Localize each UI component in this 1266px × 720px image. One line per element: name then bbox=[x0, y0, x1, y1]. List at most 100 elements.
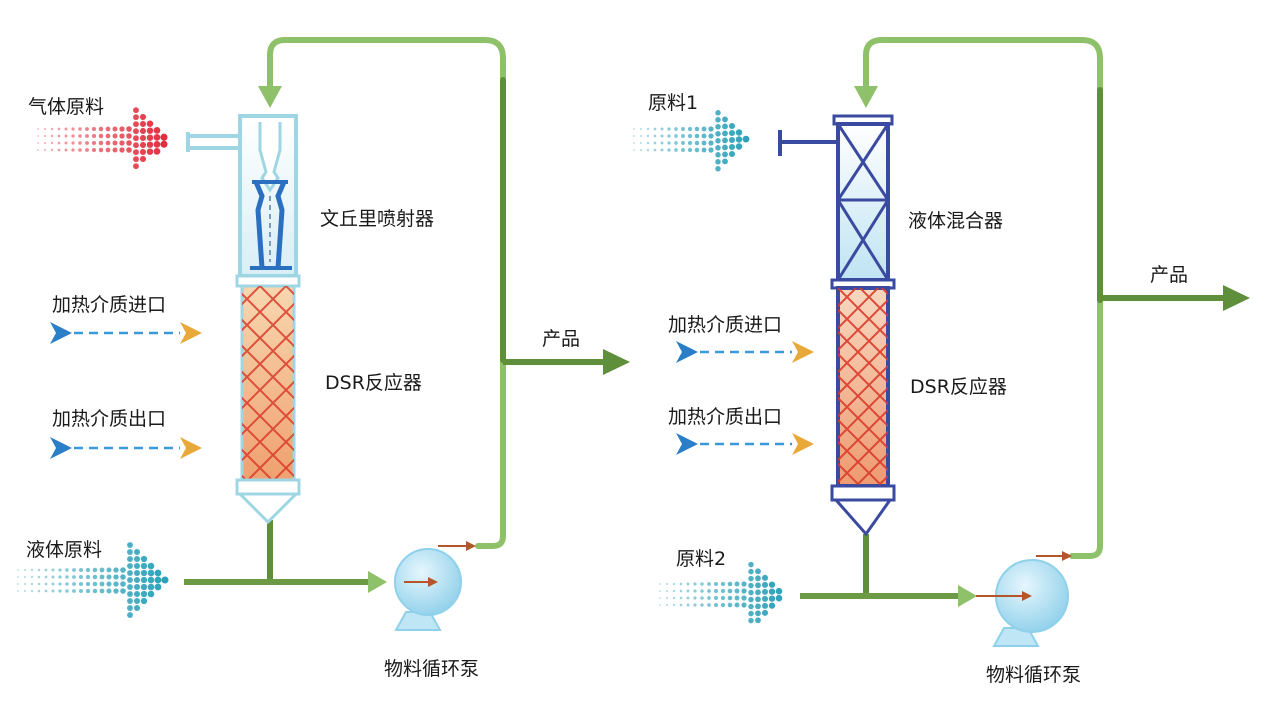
feed-2-label: 原料2 bbox=[676, 548, 727, 570]
feed-arrow-dot bbox=[126, 133, 132, 139]
feed-arrow-dot bbox=[140, 562, 148, 570]
gas-feed-arrow bbox=[37, 107, 168, 170]
feed-arrow-dot bbox=[37, 149, 39, 151]
feed-arrow-dot bbox=[687, 147, 693, 153]
feed-arrow-dot bbox=[146, 141, 154, 148]
feed-1-label: 原料1 bbox=[648, 92, 699, 114]
feed-arrow-dot bbox=[85, 574, 91, 580]
feed-arrow-dot bbox=[120, 588, 126, 594]
feed-arrow-dot bbox=[78, 141, 82, 145]
feed-arrow-dot bbox=[722, 137, 728, 144]
right-heating-inlet-arrow bbox=[676, 341, 814, 363]
feed-arrow-dot bbox=[761, 574, 769, 581]
feed-arrow-dot bbox=[127, 549, 133, 555]
feed-arrow-dot bbox=[639, 134, 643, 138]
feed-arrow-dot bbox=[85, 148, 89, 152]
feed-arrow-dot bbox=[133, 548, 141, 556]
feed-arrow-dot bbox=[147, 583, 155, 591]
feed-arrow-dot bbox=[768, 595, 776, 602]
feed-arrow-dot bbox=[693, 589, 697, 593]
feed-arrow-dot bbox=[720, 602, 726, 608]
feed-arrow-dot bbox=[653, 141, 657, 145]
feed-arrow-dot bbox=[147, 569, 155, 577]
feed-arrow-dot bbox=[146, 134, 154, 141]
feed-arrow-dot bbox=[58, 589, 62, 593]
feed-arrow-dot bbox=[91, 133, 97, 139]
feed-arrow-dot bbox=[133, 121, 139, 128]
feed-arrow-dot bbox=[127, 591, 133, 597]
feed-arrow-dot bbox=[119, 147, 125, 153]
feed-arrow-dot bbox=[728, 122, 736, 130]
right-reactor-label: DSR反应器 bbox=[910, 376, 1007, 398]
feed-arrow-dot bbox=[748, 589, 754, 596]
left-heating-outlet-label: 加热介质出口 bbox=[52, 408, 167, 430]
feed-arrow-dot bbox=[722, 130, 728, 137]
feed-arrow-dot bbox=[119, 133, 125, 139]
feed-arrow-dot bbox=[91, 126, 97, 132]
feed-arrow-dot bbox=[139, 120, 147, 128]
feed-arrow-dot bbox=[139, 155, 147, 163]
feed-arrow-dot bbox=[755, 610, 761, 617]
feed-arrow-dot bbox=[99, 567, 105, 573]
feed-arrow-dot bbox=[37, 128, 39, 130]
feed-arrow-dot bbox=[639, 127, 643, 131]
feed-arrow-dot bbox=[105, 126, 111, 132]
feed-arrow-dot bbox=[154, 583, 162, 591]
feed-arrow-dot bbox=[23, 575, 27, 579]
feed-arrow-dot bbox=[17, 576, 19, 578]
feed-arrow-dot bbox=[127, 577, 133, 583]
feed-arrow-dot bbox=[761, 609, 769, 616]
feed-arrow-dot bbox=[707, 582, 711, 586]
feed-arrow-dot bbox=[78, 148, 82, 152]
feed-arrow-dot bbox=[761, 588, 769, 595]
feed-arrow-dot bbox=[92, 581, 98, 587]
right-heating-outlet-label: 加热介质出口 bbox=[668, 406, 783, 428]
feed-arrow-dot bbox=[147, 590, 155, 598]
feed-arrow-dot bbox=[672, 596, 676, 600]
right-heating-inlet-label: 加热介质进口 bbox=[668, 314, 783, 336]
feed-arrow-dot bbox=[679, 603, 683, 607]
feed-arrow-dot bbox=[106, 581, 112, 587]
feed-arrow-dot bbox=[99, 574, 105, 580]
feed-arrow-dot bbox=[23, 568, 27, 572]
feed-arrow-dot bbox=[720, 595, 726, 601]
feed-arrow-dot bbox=[674, 141, 678, 145]
feed-arrow-dot bbox=[667, 148, 671, 152]
feed-arrow-dot bbox=[748, 568, 754, 575]
ejector-label: 文丘里喷射器 bbox=[320, 208, 435, 230]
feed-arrow-dot bbox=[133, 163, 139, 170]
feed-arrow-dot bbox=[112, 140, 118, 146]
feed-arrow-dot bbox=[57, 134, 61, 138]
feed-arrow-dot bbox=[37, 575, 41, 579]
feed-arrow-dot bbox=[58, 582, 62, 586]
feed-arrow-dot bbox=[713, 595, 719, 601]
feed-arrow-dot bbox=[672, 582, 676, 586]
right-recirculation-pipe bbox=[854, 37, 1103, 559]
feed-arrow-dot bbox=[78, 581, 84, 587]
feed-arrow-dot bbox=[72, 582, 76, 586]
feed-arrow-dot bbox=[715, 138, 721, 144]
feed-arrow-dot bbox=[715, 159, 721, 165]
feed-arrow-dot bbox=[715, 110, 721, 116]
feed-arrow-dot bbox=[694, 140, 700, 146]
feed-arrow-dot bbox=[120, 567, 126, 573]
feed-arrow-dot bbox=[715, 145, 721, 151]
feed-arrow-dot bbox=[707, 596, 711, 600]
feed-arrow-dot bbox=[98, 147, 104, 153]
feed-arrow-dot bbox=[727, 602, 733, 608]
feed-arrow-dot bbox=[667, 134, 671, 138]
feed-arrow-dot bbox=[653, 134, 657, 138]
feed-arrow-dot bbox=[113, 574, 119, 580]
feed-arrow-dot bbox=[161, 576, 169, 584]
feed-arrow-dot bbox=[734, 595, 740, 601]
feed-arrow-dot bbox=[78, 588, 84, 594]
feed-arrow-dot bbox=[51, 582, 55, 586]
feed-arrow-dot bbox=[734, 588, 740, 594]
feed-arrow-dot bbox=[85, 581, 91, 587]
left-heating-inlet-arrow bbox=[50, 322, 202, 344]
feed-arrow-dot bbox=[693, 603, 697, 607]
feed-arrow-dot bbox=[44, 568, 48, 572]
feed-arrow-dot bbox=[147, 576, 155, 584]
feed-arrow-dot bbox=[687, 126, 693, 132]
feed-arrow-dot bbox=[127, 563, 133, 569]
